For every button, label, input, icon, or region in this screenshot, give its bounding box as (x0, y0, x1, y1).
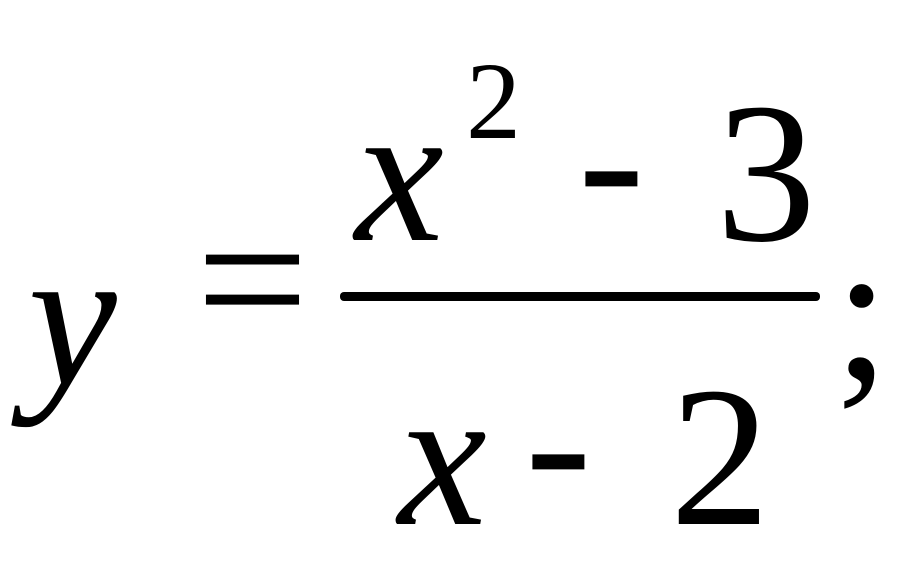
denominator-variable-x: x (398, 347, 487, 568)
denominator-constant: 2 (670, 347, 770, 568)
semicolon: ; (834, 201, 890, 422)
equals-sign: = (196, 169, 309, 390)
numerator-minus-sign: - (578, 49, 645, 270)
fraction-bar (340, 292, 820, 301)
numerator-constant: 3 (716, 63, 816, 284)
denominator-minus-sign: - (525, 332, 592, 553)
numerator-exponent: 2 (466, 40, 521, 162)
numerator-variable-x: x (355, 63, 444, 284)
lhs-variable-y: y (28, 207, 117, 428)
formula: y = x 2 - 3 x - 2 ; (28, 40, 890, 558)
